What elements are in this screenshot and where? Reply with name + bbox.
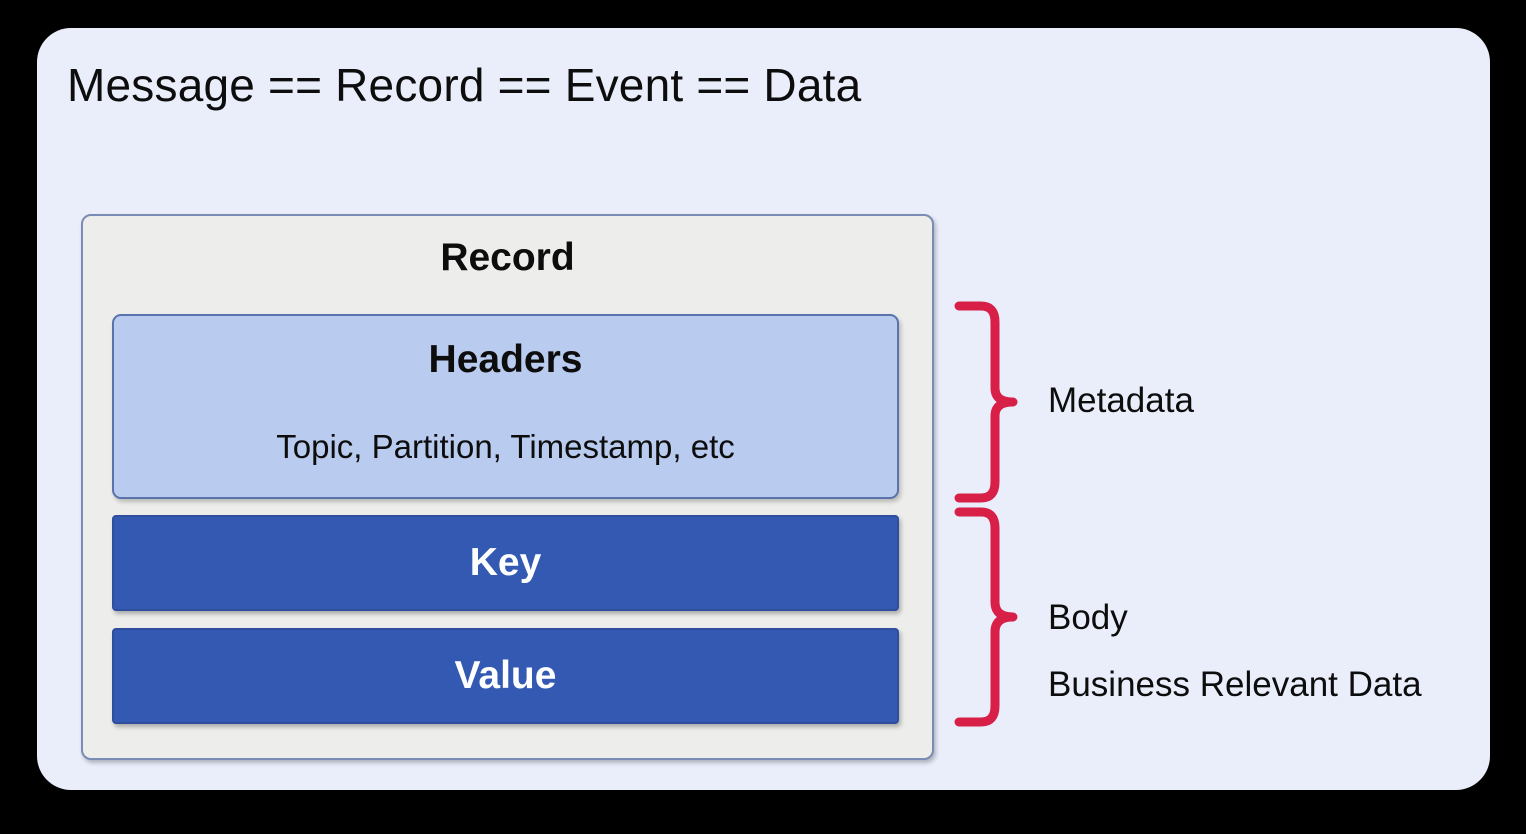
body-label: Body (1048, 598, 1128, 637)
headers-subtitle: Topic, Partition, Timestamp, etc (276, 428, 735, 465)
headers-box: Headers Topic, Partition, Timestamp, etc (112, 314, 899, 499)
value-box: Value (112, 628, 899, 724)
key-box: Key (112, 515, 899, 611)
diagram-card: Message == Record == Event == Data Recor… (37, 28, 1490, 790)
page-title: Message == Record == Event == Data (67, 59, 862, 111)
metadata-brace-icon (954, 301, 1018, 503)
key-label: Key (469, 541, 542, 584)
body-brace-icon (954, 507, 1018, 727)
headers-title: Headers (428, 338, 583, 381)
record-panel: Record Headers Topic, Partition, Timesta… (81, 214, 934, 760)
body-description-label: Business Relevant Data (1048, 665, 1422, 704)
metadata-label: Metadata (1048, 381, 1194, 420)
value-label: Value (454, 654, 557, 697)
record-label: Record (440, 236, 575, 279)
